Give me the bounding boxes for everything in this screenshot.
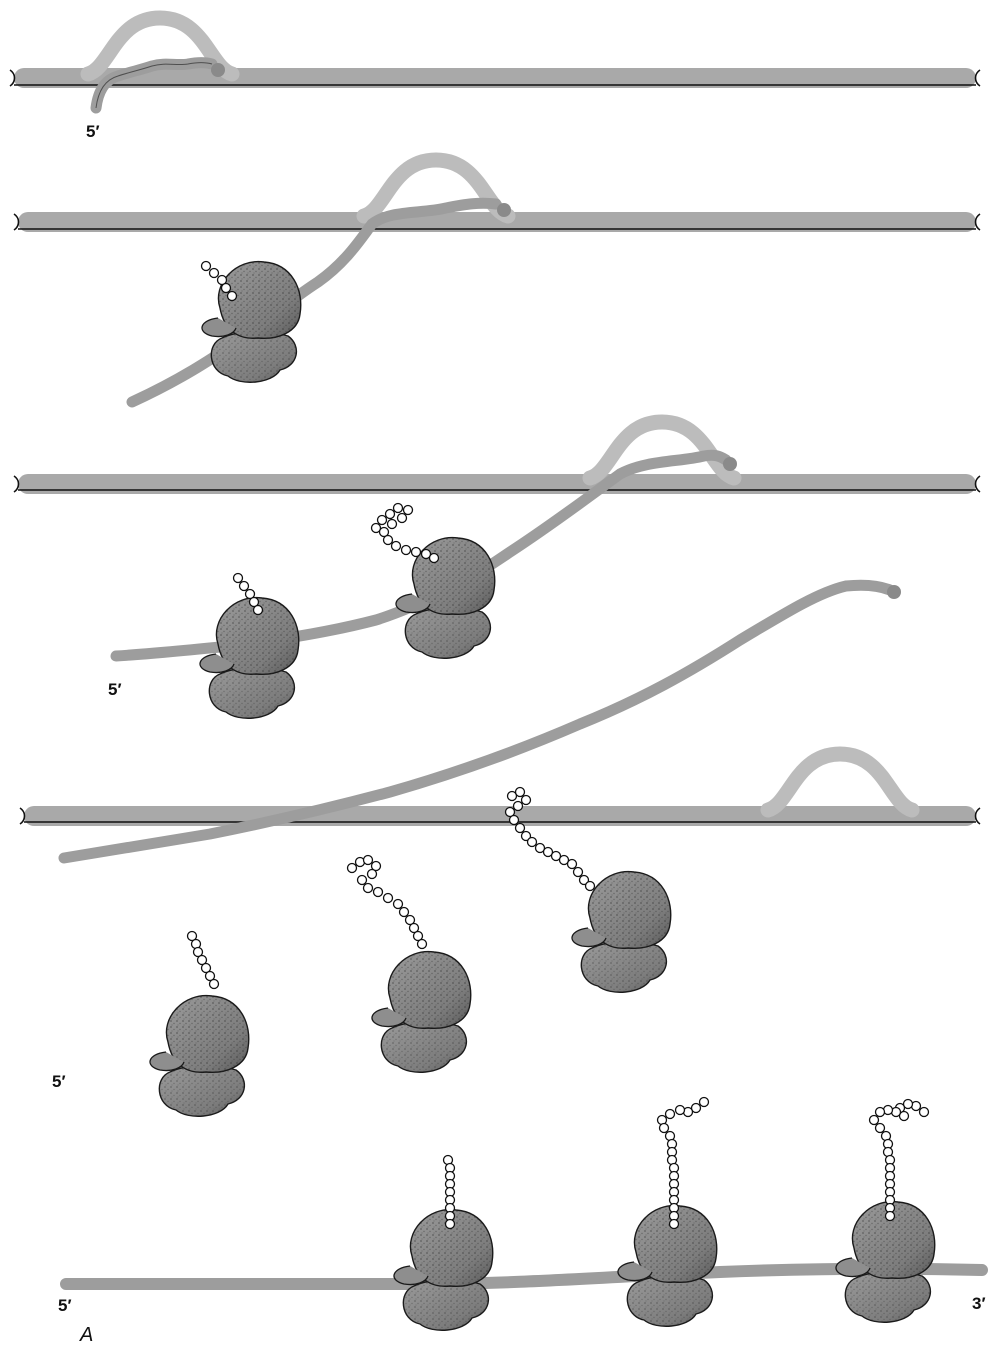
rna-polymerase-icon xyxy=(497,203,511,217)
polypeptide-chain xyxy=(444,1156,455,1229)
transcription-bubble xyxy=(768,754,912,810)
ribosome xyxy=(372,952,471,1073)
ribosome xyxy=(150,996,249,1117)
five-prime-label: 5′ xyxy=(58,1296,72,1316)
five-prime-label: 5′ xyxy=(52,1072,66,1092)
rna-polymerase-icon xyxy=(723,457,737,471)
ribosome xyxy=(836,1202,935,1323)
stage-3 xyxy=(14,422,980,718)
ribosome xyxy=(200,598,299,719)
polypeptide-chain xyxy=(506,788,595,891)
ribosome xyxy=(618,1206,717,1327)
stage-4 xyxy=(20,585,980,1116)
polypeptide-chain xyxy=(188,932,219,989)
stage-2 xyxy=(14,160,980,402)
panel-label: A xyxy=(80,1324,93,1347)
mrna-strand xyxy=(132,203,496,402)
three-prime-label: 3′ xyxy=(972,1294,986,1314)
polypeptide-chain xyxy=(348,856,427,949)
five-prime-label: 5′ xyxy=(108,680,122,700)
dna-duplex xyxy=(10,68,980,88)
polypeptide-chain xyxy=(372,504,439,563)
stage-1 xyxy=(10,18,980,108)
ribosome xyxy=(396,538,495,659)
rna-polymerase-icon xyxy=(887,585,901,599)
ribosome xyxy=(202,262,301,383)
ribosome xyxy=(394,1210,493,1331)
dna-duplex xyxy=(20,806,980,826)
five-prime-label: 5′ xyxy=(86,122,100,142)
rna-polymerase-icon xyxy=(211,63,225,77)
stage-5 xyxy=(66,1098,982,1331)
dna-duplex xyxy=(14,474,980,494)
